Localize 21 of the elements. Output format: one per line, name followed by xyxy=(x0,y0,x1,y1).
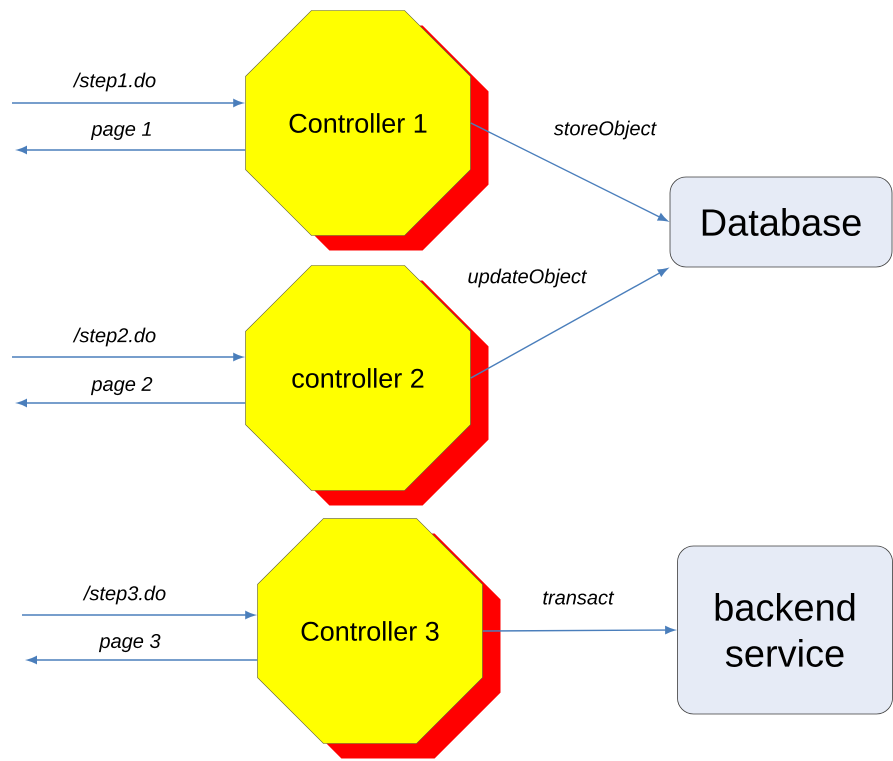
edge-label: /step3.do xyxy=(82,586,166,604)
arrow xyxy=(17,399,246,407)
arrow xyxy=(27,656,258,664)
arrow xyxy=(470,122,668,222)
octagon-node: Controller 3 xyxy=(257,518,500,758)
arrow xyxy=(12,99,244,107)
rounded-box: Database xyxy=(670,176,892,268)
arrow xyxy=(482,626,675,634)
octagon-node: Controller 1 xyxy=(245,10,488,250)
arrow xyxy=(22,611,256,619)
arrow xyxy=(470,268,668,379)
edge-label: transact xyxy=(543,591,614,605)
edge-label: storeObject xyxy=(554,120,657,140)
edge-label: page 2 xyxy=(90,376,152,396)
edge-label: page 1 xyxy=(90,122,151,140)
rounded-box: backend service xyxy=(677,546,893,714)
edge-label: page 3 xyxy=(98,634,160,652)
edge-label: /step1.do xyxy=(72,72,156,92)
arrow xyxy=(17,146,246,154)
arrow xyxy=(12,353,244,361)
edge-label: /step2.do xyxy=(72,328,156,346)
